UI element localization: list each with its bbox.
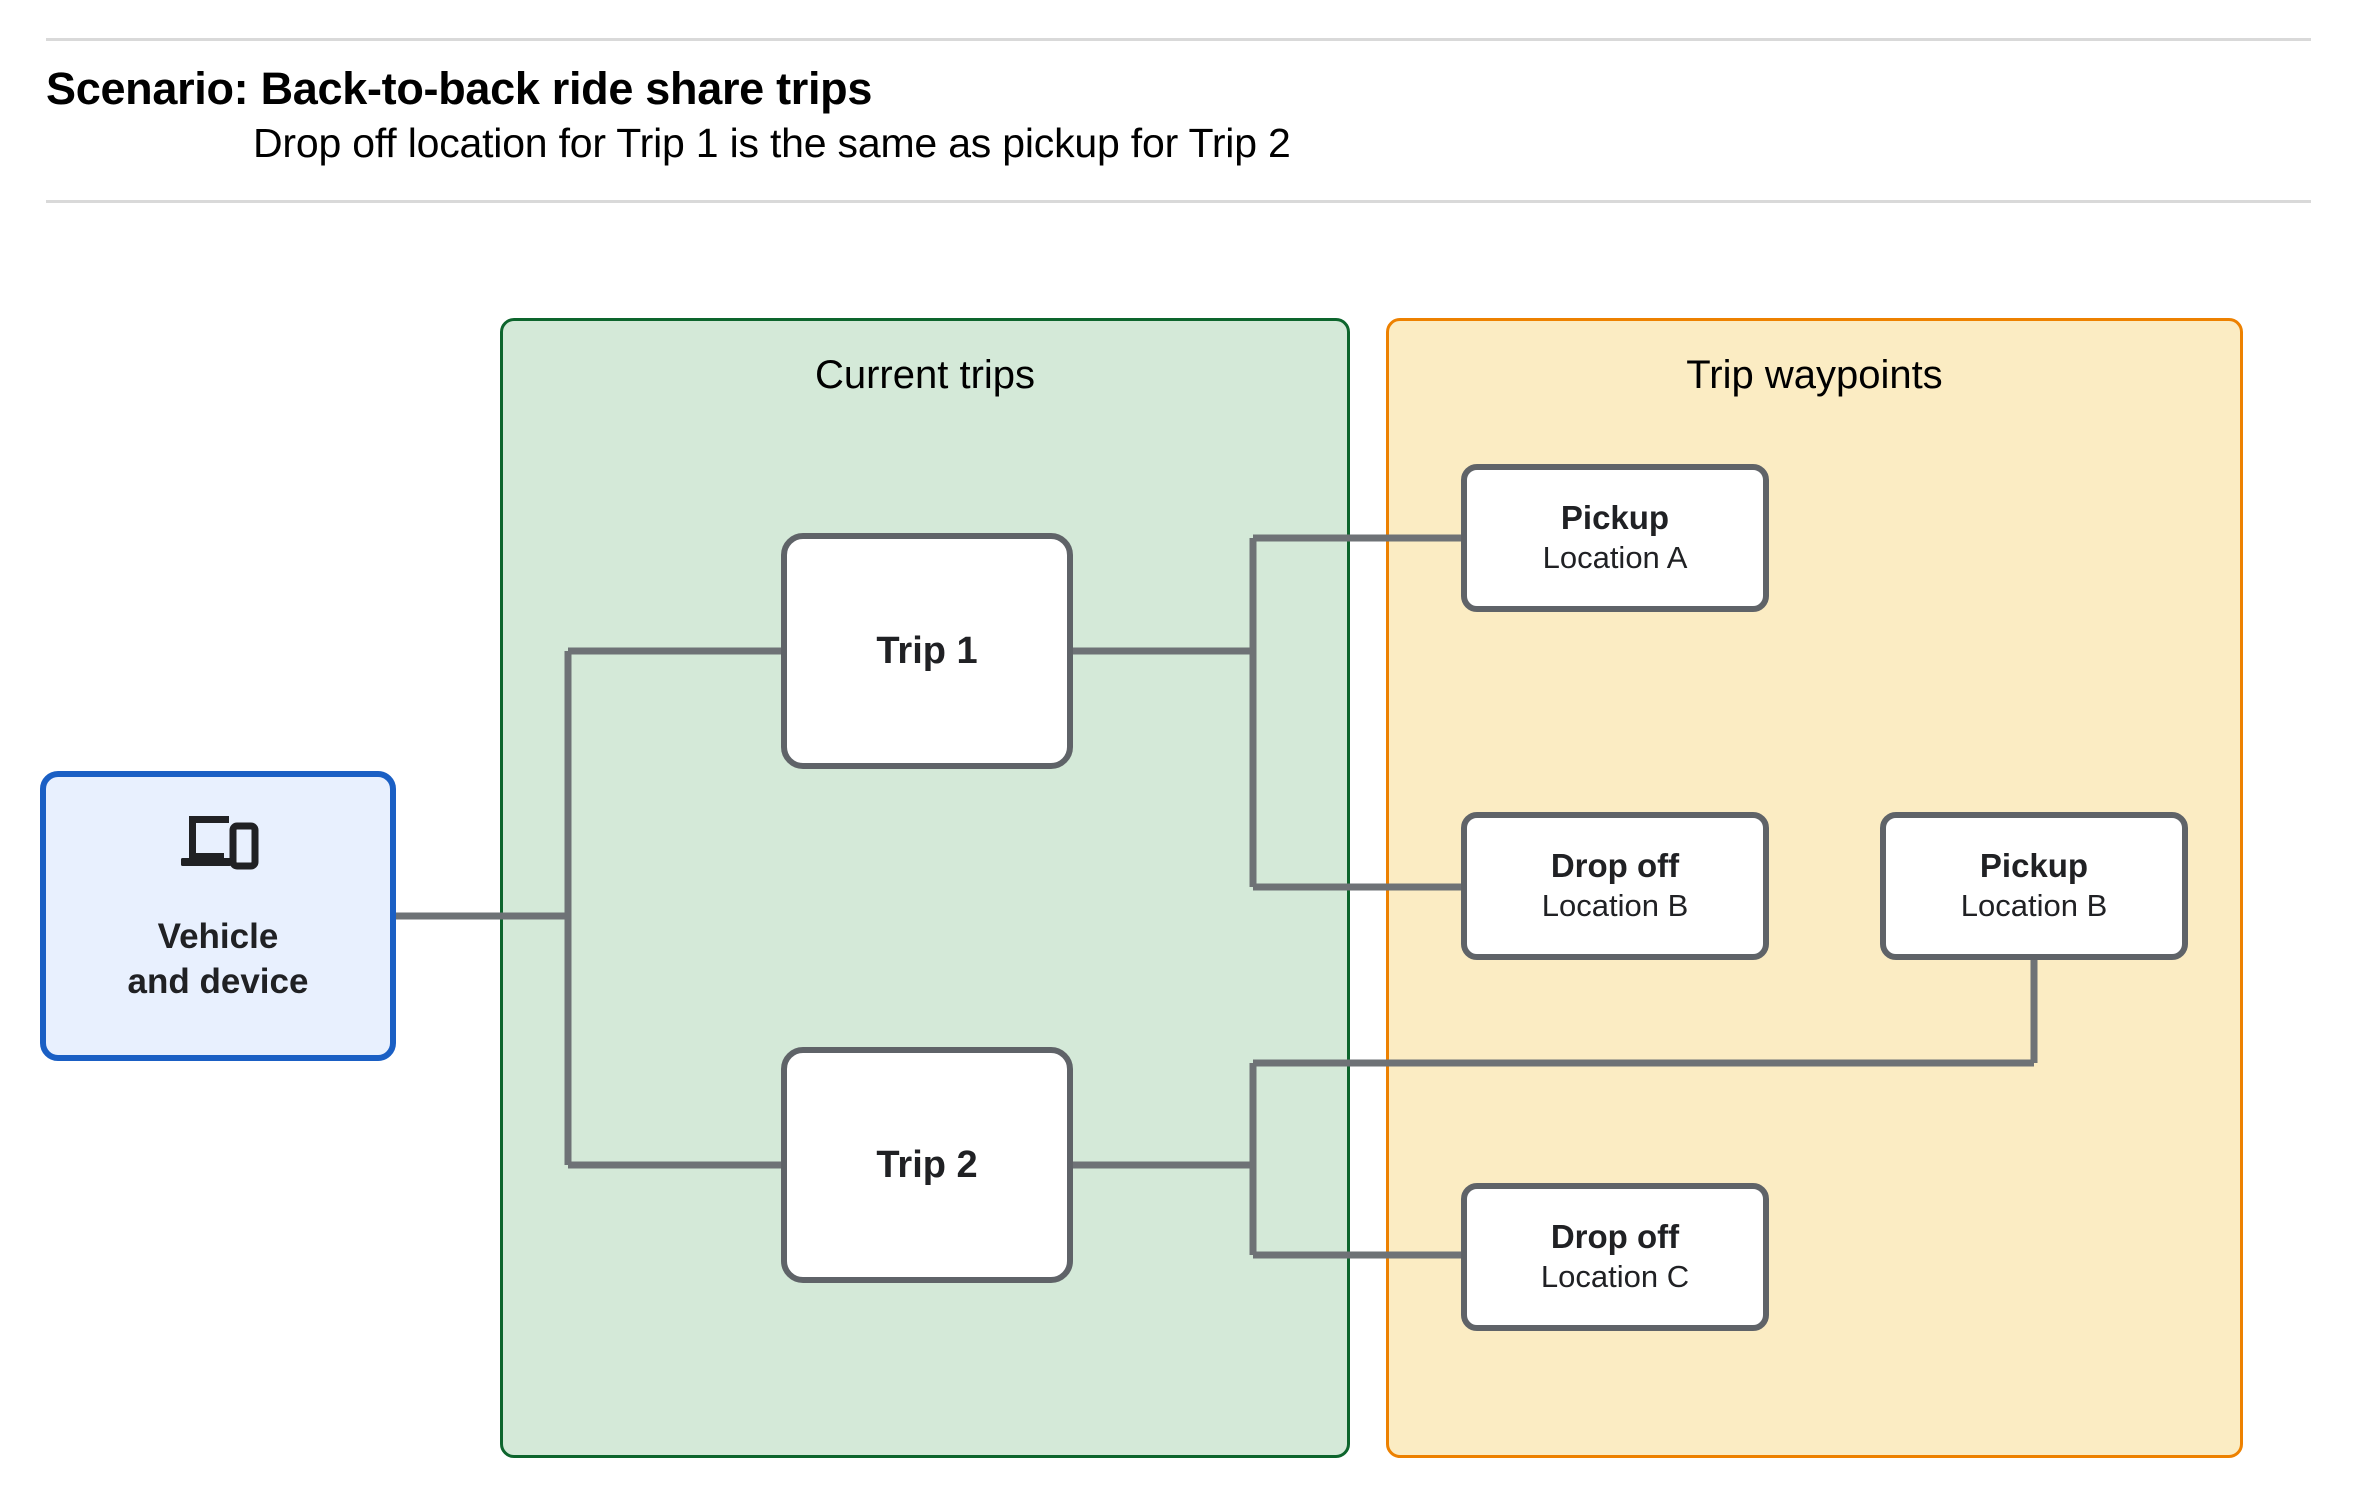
page-subtitle: Drop off location for Trip 1 is the same…: [253, 120, 1291, 166]
trip-node-1-label: Trip 1: [876, 629, 978, 672]
page-title: Scenario: Back-to-back ride share trips: [46, 63, 873, 114]
waypoint-kind: Drop off: [1550, 1217, 1680, 1255]
waypoint-node-pickup-a[interactable]: Pickup Location A: [1461, 464, 1769, 612]
waypoint-node-dropoff-b[interactable]: Drop off Location B: [1461, 812, 1769, 960]
header-divider-bottom: [46, 200, 2311, 203]
trip-node-2-label: Trip 2: [876, 1143, 978, 1186]
header-divider-top: [46, 38, 2311, 41]
waypoint-kind: Pickup: [1560, 498, 1670, 536]
waypoint-location: Location B: [1541, 888, 1689, 924]
devices-icon: [175, 810, 261, 877]
vehicle-node-label: Vehicle and device: [127, 916, 309, 1001]
page-header: Scenario: Back-to-back ride share trips …: [0, 0, 2357, 205]
trip-node-2[interactable]: Trip 2: [781, 1047, 1073, 1283]
waypoint-kind: Pickup: [1979, 846, 2089, 884]
trip-node-1[interactable]: Trip 1: [781, 533, 1073, 769]
vehicle-and-device-node[interactable]: Vehicle and device: [40, 771, 396, 1061]
waypoint-location: Location C: [1540, 1259, 1690, 1295]
waypoint-node-dropoff-c[interactable]: Drop off Location C: [1461, 1183, 1769, 1331]
waypoint-location: Location A: [1542, 540, 1688, 576]
waypoint-location: Location B: [1960, 888, 2108, 924]
waypoint-kind: Drop off: [1550, 846, 1680, 884]
group-current-trips-title: Current trips: [814, 353, 1036, 397]
waypoint-node-pickup-b[interactable]: Pickup Location B: [1880, 812, 2188, 960]
group-trip-waypoints-title: Trip waypoints: [1686, 353, 1943, 397]
